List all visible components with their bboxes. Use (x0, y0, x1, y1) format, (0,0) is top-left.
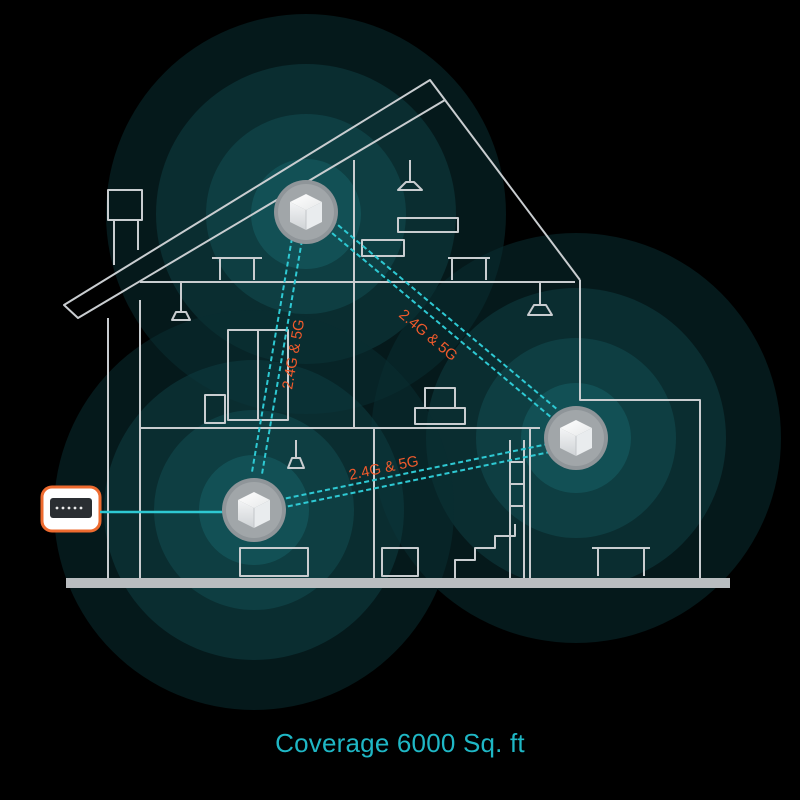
mesh-unit-icon (290, 194, 322, 230)
house-outline (63, 79, 701, 578)
mesh-unit-icon (238, 492, 270, 528)
mesh-node-right (544, 406, 608, 470)
mesh-node-bottom (222, 478, 286, 542)
wireless-links (251, 219, 559, 509)
coverage-caption: Coverage 6000 Sq. ft (275, 728, 525, 758)
modem-icon (40, 485, 102, 533)
mesh-node-top (274, 180, 338, 244)
mesh-unit-icon (560, 420, 592, 456)
ground-slab (66, 578, 730, 588)
